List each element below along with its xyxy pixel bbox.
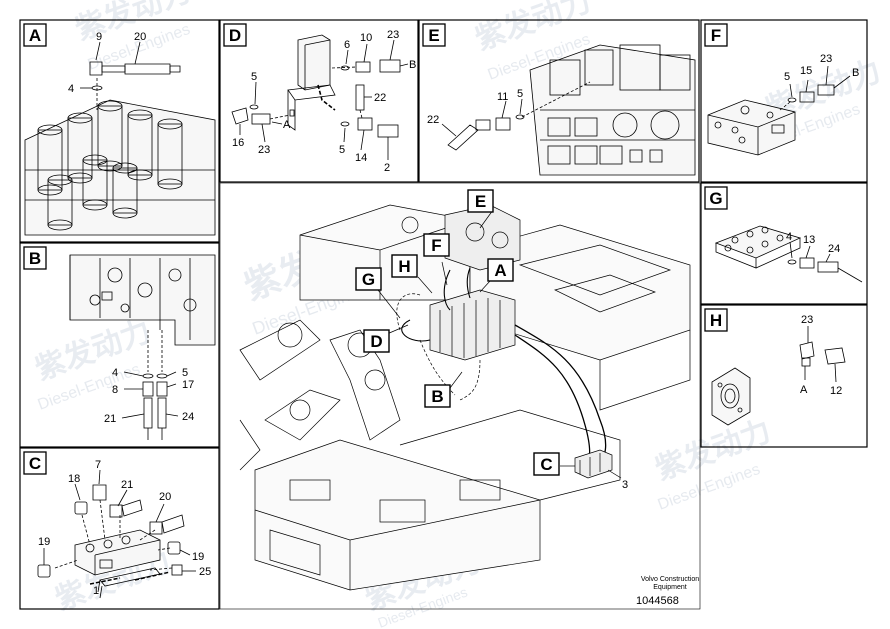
part-label: 1 [93, 585, 99, 597]
excavator-frame-illustration [239, 204, 691, 591]
panel-e-illustration [441, 44, 696, 176]
panel-h-letter: H [710, 311, 722, 330]
part-label: 19 [38, 536, 50, 548]
main-view-frame [219, 182, 701, 610]
part-label: 13 [803, 234, 815, 246]
part-label: 15 [800, 65, 812, 77]
brand-line-1: Volvo Construction [640, 576, 700, 583]
part-label: 17 [182, 379, 194, 391]
part-label: 12 [830, 385, 842, 397]
panel-g-illustration [714, 225, 863, 283]
part-label: 14 [355, 152, 367, 164]
part-label: 2 [384, 162, 390, 174]
part-label: 5 [339, 144, 345, 156]
part-label: 4 [786, 231, 792, 243]
callout-c: C [540, 455, 552, 474]
callout-g: G [362, 270, 375, 289]
part-label: 3 [622, 479, 628, 491]
part-label: 21 [104, 413, 116, 425]
callout-f: F [431, 236, 441, 255]
part-label: 22 [427, 114, 439, 126]
panel-d-frame [219, 19, 419, 183]
panel-b-illustration [69, 254, 216, 440]
callout-d: D [370, 332, 382, 351]
panel-d-letter: D [229, 26, 241, 45]
panel-h-illustration [711, 326, 846, 426]
part-label: 4 [112, 367, 118, 379]
part-label: 11 [497, 91, 508, 103]
panel-c-illustration [37, 469, 196, 599]
panel-e-frame [418, 19, 700, 183]
part-label: 21 [121, 479, 133, 491]
panel-f-illustration [707, 65, 851, 156]
callout-e: E [475, 192, 486, 211]
brand-line-2: Equipment [653, 584, 687, 591]
part-label: 8 [112, 384, 118, 396]
panel-b-frame [19, 242, 220, 448]
arrow-label: A [283, 119, 291, 131]
panel-letter-boxes: A B C D E F G H [23, 23, 728, 475]
part-label: 25 [199, 566, 211, 578]
part-label: 16 [232, 137, 244, 149]
part-label: 19 [192, 551, 204, 563]
part-label: 7 [95, 459, 101, 471]
main-view-callouts: E F H A G D B C [355, 189, 560, 476]
panel-e-letter: E [428, 26, 439, 45]
panel-a-letter: A [29, 26, 41, 45]
panel-g-frame [700, 182, 868, 305]
arrow-label: B [409, 59, 416, 71]
part-label: 4 [68, 83, 74, 95]
part-label: 23 [820, 53, 832, 65]
part-label: 5 [784, 71, 790, 83]
part-label: 20 [159, 491, 171, 503]
panel-b-letter: B [29, 249, 41, 268]
callout-b: B [431, 387, 443, 406]
part-label: 24 [182, 411, 194, 423]
part-label: 22 [374, 92, 386, 104]
part-label: 24 [828, 243, 840, 255]
part-label: 9 [96, 31, 102, 43]
part-label: 5 [517, 88, 523, 100]
part-label: 23 [387, 29, 399, 41]
panel-a-frame [19, 19, 220, 243]
part-label: 6 [344, 39, 350, 51]
part-label: 10 [360, 32, 372, 44]
panel-f-frame [700, 19, 868, 183]
panel-c-frame [19, 447, 220, 610]
drawing-number: 1044568 [636, 595, 679, 607]
part-label: 23 [801, 314, 813, 326]
panel-c-letter: C [29, 454, 41, 473]
panel-g-letter: G [709, 189, 722, 208]
panel-h-frame [700, 304, 868, 448]
arrow-label: B [852, 67, 859, 79]
manufacturer-brand: Volvo Construction Equipment [620, 576, 720, 592]
panel-d-illustration [231, 34, 409, 160]
callout-a: A [494, 261, 506, 280]
part-label: 5 [251, 71, 257, 83]
part-label: 5 [182, 367, 188, 379]
arrow-label: A [800, 384, 808, 396]
part-label: 20 [134, 31, 146, 43]
callout-h: H [398, 257, 410, 276]
panel-frames [19, 19, 868, 610]
part-label: 18 [68, 473, 80, 485]
panel-a-illustration [24, 41, 216, 236]
part-label: 23 [258, 144, 270, 156]
panel-f-letter: F [711, 26, 721, 45]
